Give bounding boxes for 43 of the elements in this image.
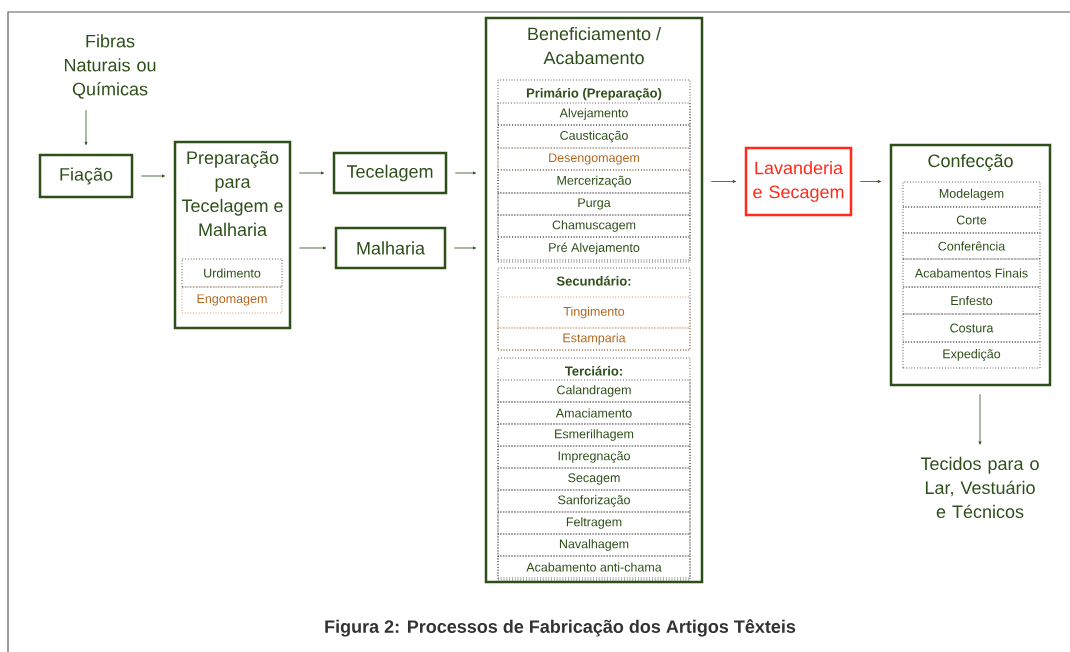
step-cell: Tingimento	[497, 296, 691, 329]
step-cell: Purga	[497, 192, 691, 216]
arrow	[298, 246, 327, 250]
step-cell: Enfesto	[902, 286, 1041, 315]
arrow	[978, 393, 982, 445]
step-cell: Pré Alvejamento	[497, 236, 691, 261]
arrow	[454, 171, 477, 175]
arrow	[140, 174, 166, 178]
step-cell: Amaciamento	[497, 401, 691, 425]
step-cell: Feltragem	[497, 511, 691, 535]
step-cell: Expedição	[902, 341, 1041, 369]
caption: Figura 2: Processos de Fabricação dos Artigos Têxteis	[325, 619, 796, 637]
step-cell: Engomagem	[181, 286, 283, 314]
step-cell: Corte	[902, 206, 1041, 234]
step-cell: Calandragem	[497, 379, 691, 403]
step-cell: Alvejamento	[497, 102, 691, 126]
step-cell: Chamuscagem	[497, 214, 691, 238]
step-cell: Urdimento	[181, 258, 283, 288]
step-cell: Esmerilhagem	[497, 423, 691, 447]
process-box: Malharia	[334, 226, 447, 270]
step-cell: Sanforização	[497, 489, 691, 513]
arrow	[859, 180, 882, 183]
step-cell: Desengomagem	[497, 147, 691, 171]
step-cell: Modelagem	[902, 181, 1041, 208]
process-box: Fiação	[38, 153, 134, 199]
step-cell: Conferência	[902, 232, 1041, 260]
step-cell: Estamparia	[497, 327, 691, 351]
step-cell: Impregnação	[497, 445, 691, 469]
step-cell: Acabamentos Finais	[902, 258, 1041, 288]
step-cell: Causticação	[497, 124, 691, 149]
step-cell: Costura	[902, 313, 1041, 343]
step-cell: Acabamento anti-chama	[497, 555, 691, 579]
step-cell: Mercerização	[497, 169, 691, 194]
arrow	[84, 109, 88, 146]
text-label: Fibras Naturais ou Químicas	[64, 34, 156, 99]
arrow	[298, 171, 325, 175]
process-box: Tecelagem	[332, 151, 448, 195]
process-box: Lavanderia e Secagem	[744, 146, 853, 217]
arrow	[710, 180, 737, 183]
step-cell: Navalhagem	[497, 533, 691, 557]
step-cell: Secagem	[497, 467, 691, 491]
text-label: Tecidos para o Lar, Vestuário e Técnicos	[920, 456, 1039, 519]
arrow	[453, 246, 477, 250]
